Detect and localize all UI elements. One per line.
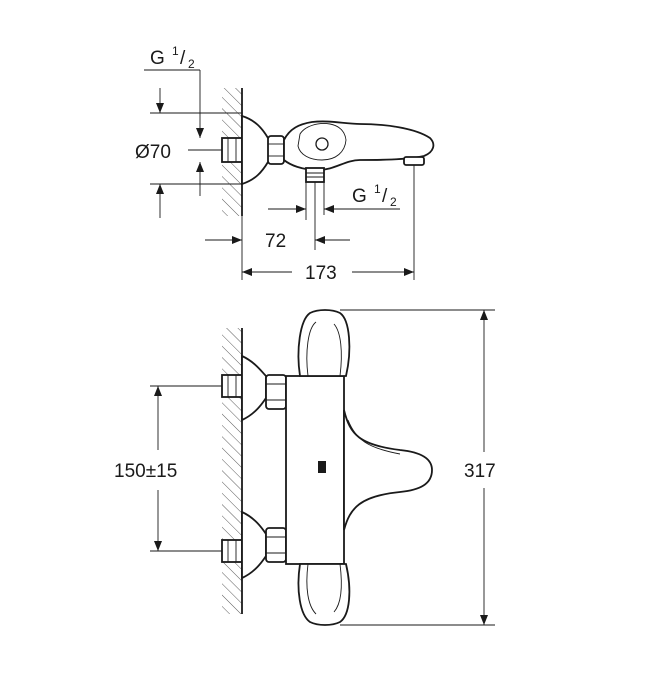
union-nut-lower: [265, 527, 287, 563]
handle-cap-side: [315, 137, 329, 151]
dim-72: 72: [265, 231, 286, 252]
dim-173: 173: [305, 263, 337, 284]
svg-text:/: /: [180, 48, 186, 69]
wall-hatch-front: [222, 328, 242, 614]
handle-upper: [297, 309, 351, 377]
spout-outlet-side: [403, 156, 425, 166]
spout-front: [343, 409, 433, 531]
shower-outlet-side: [305, 167, 325, 183]
wall-nipple: [221, 137, 243, 163]
svg-text:/: /: [382, 186, 388, 207]
thread-outlet-base: G: [352, 186, 367, 207]
nipple-lower: [221, 539, 243, 563]
dim-150-15: 150±15: [114, 461, 177, 482]
escutcheon-lower: [241, 510, 267, 580]
thread-label-outlet: G 1 / 2: [352, 182, 397, 209]
front-view: 150±15 317: [114, 309, 496, 626]
thread-top-den: 2: [188, 57, 195, 71]
thread-outlet-num: 1: [374, 182, 381, 196]
thread-top-base: G: [150, 48, 165, 69]
dim-317: 317: [464, 461, 496, 482]
mixer-body-front: [285, 375, 345, 565]
thread-outlet-den: 2: [390, 195, 397, 209]
spout-outlet-front: [318, 461, 326, 473]
diameter-label: Ø70: [135, 142, 171, 163]
nipple-upper: [221, 374, 243, 398]
escutcheon-upper: [241, 354, 267, 422]
union-nut-upper: [265, 374, 287, 410]
handle-lower: [297, 563, 351, 626]
union-nut-side: [267, 135, 285, 165]
side-view: G 1 / 2 Ø70 G 1 / 2: [135, 44, 435, 284]
thread-label-top: G 1 / 2: [150, 44, 195, 71]
thread-top-num: 1: [172, 44, 179, 58]
